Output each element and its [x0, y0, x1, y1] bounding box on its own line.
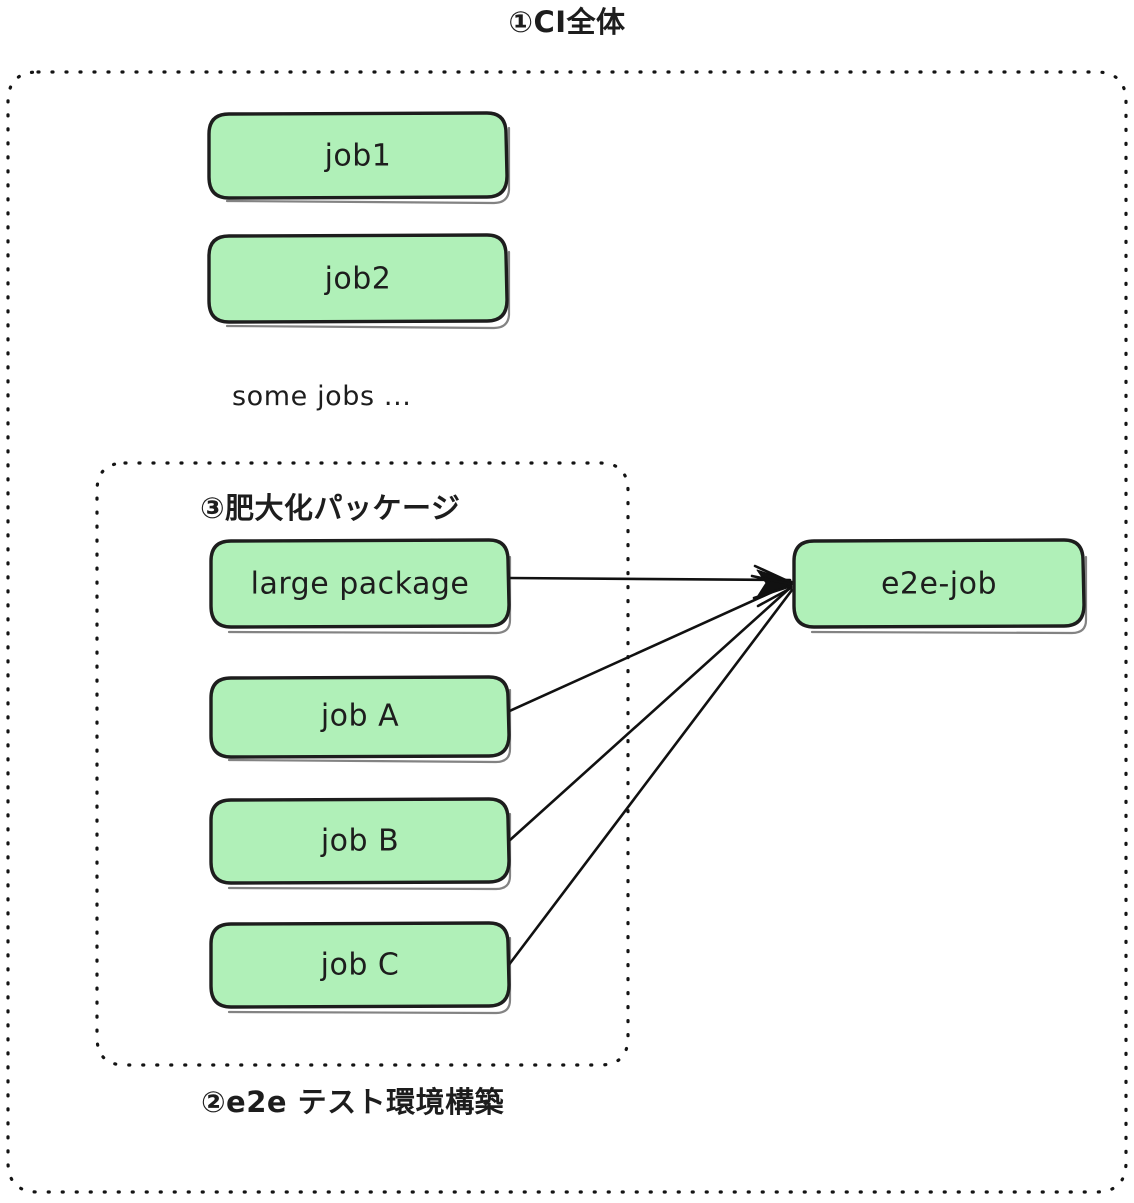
- node-large-package-box: [209, 538, 511, 629]
- node-job2[interactable]: job2: [207, 233, 511, 330]
- node-job-b-label: job B: [320, 824, 399, 859]
- arrowhead-barb-3: [752, 584, 793, 600]
- node-job-b-shadow: [227, 812, 512, 891]
- group-inner-label: ③肥大化パッケージ: [200, 491, 460, 525]
- edge-large-package-to-e2e-job: [506, 576, 792, 582]
- node-job-a-label: job A: [320, 699, 399, 734]
- node-job-a-box: [209, 675, 511, 759]
- node-job-b-box: [209, 797, 511, 885]
- edges-group: [501, 564, 798, 968]
- node-e2e-job-label: e2e-job: [881, 567, 997, 602]
- node-job2-box: [207, 233, 509, 324]
- node-job2-label: job2: [324, 262, 392, 297]
- node-job1-box: [207, 111, 509, 200]
- diagram-title: ①CI全体: [508, 5, 626, 39]
- node-job-a-shadow: [227, 688, 512, 764]
- node-job1[interactable]: job1: [207, 111, 511, 205]
- node-e2e-job[interactable]: e2e-job: [792, 538, 1088, 635]
- node-e2e-job-box: [792, 538, 1086, 629]
- arrowhead-barb-1: [753, 564, 792, 584]
- edge-job-b-to-e2e-job: [508, 585, 793, 842]
- node-job-a[interactable]: job A: [209, 675, 512, 764]
- node-job1-label: job1: [324, 139, 392, 174]
- edge-job-c-to-e2e-job: [506, 588, 794, 968]
- some-jobs-note: some jobs ...: [232, 381, 411, 412]
- node-job-c-label: job C: [320, 948, 400, 983]
- node-job-c-box: [209, 921, 511, 1009]
- group-bottom-label: ②e2e テスト環境構築: [201, 1085, 505, 1119]
- group-e2e-env: [95, 461, 630, 1067]
- node-large-package-label: large package: [251, 567, 470, 602]
- node-large-package-shadow: [227, 555, 512, 635]
- node-job-c-shadow: [227, 936, 512, 1015]
- node-job-b[interactable]: job B: [209, 797, 512, 891]
- edge-job-a-to-e2e-job: [501, 582, 792, 716]
- node-job1-shadow: [225, 126, 511, 205]
- node-e2e-job-shadow: [810, 555, 1088, 635]
- group-e2e-env-border: [95, 461, 630, 1067]
- arrowhead-barb-2: [750, 574, 792, 586]
- node-job2-shadow: [225, 250, 511, 330]
- arrowhead-barb-4: [756, 586, 793, 608]
- node-large-package[interactable]: large package: [209, 538, 512, 635]
- node-job-c[interactable]: job C: [209, 921, 512, 1015]
